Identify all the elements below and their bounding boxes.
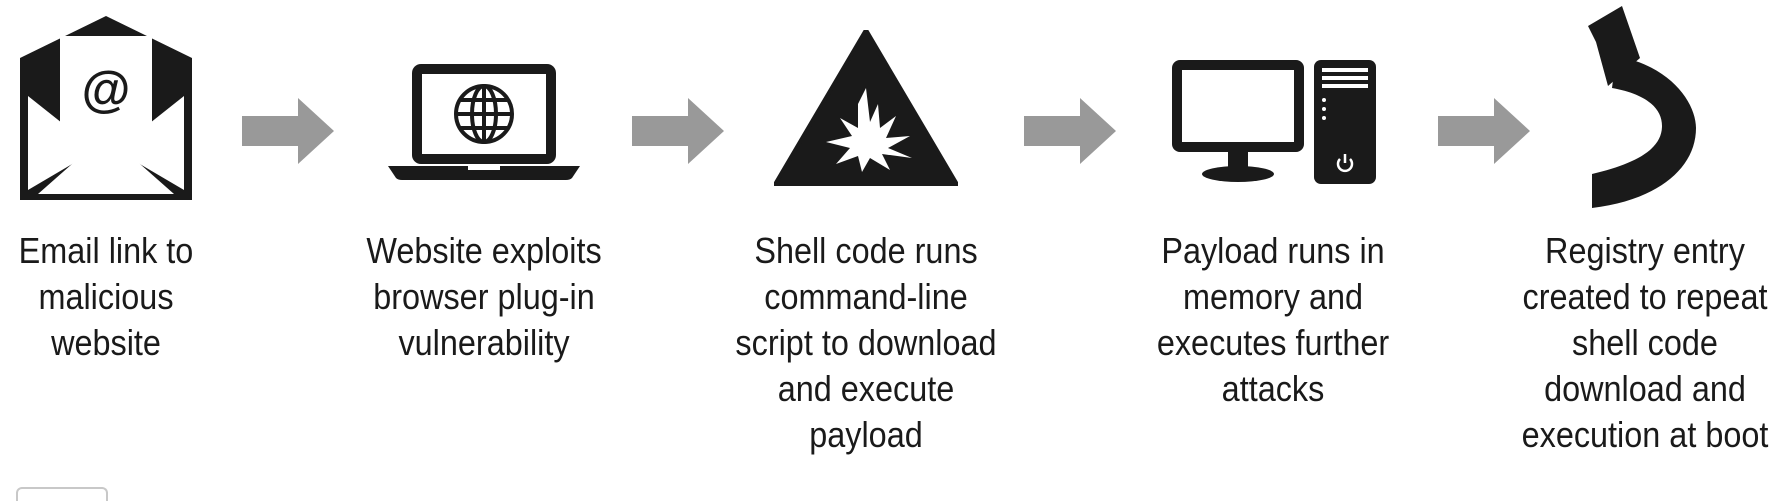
step-4-caption: Payload runs in memory and executes furt… [1156,230,1390,409]
step-2-caption: Website exploits browser plug-in vulnera… [366,230,602,363]
step-1-caption: Email link to malicious website [18,230,194,363]
partial-frame-edge [16,487,108,501]
flow-arrow-2 [632,98,724,164]
step-3-caption: Shell code runs command-line script to d… [735,230,997,455]
desktop-computer-icon [1172,60,1376,184]
envelope-at-icon: @ [20,16,192,200]
step-5-caption: Registry entry created to repeat shell c… [1521,230,1769,455]
flow-arrow-3 [1024,98,1116,164]
curved-return-arrow-icon [1588,6,1696,208]
warning-explosion-icon [774,30,958,186]
at-symbol: @ [82,61,131,117]
explosion-burst [826,88,912,172]
flow-arrow-1 [242,98,334,164]
laptop-globe-icon [388,64,580,180]
flow-arrow-4 [1438,98,1530,164]
